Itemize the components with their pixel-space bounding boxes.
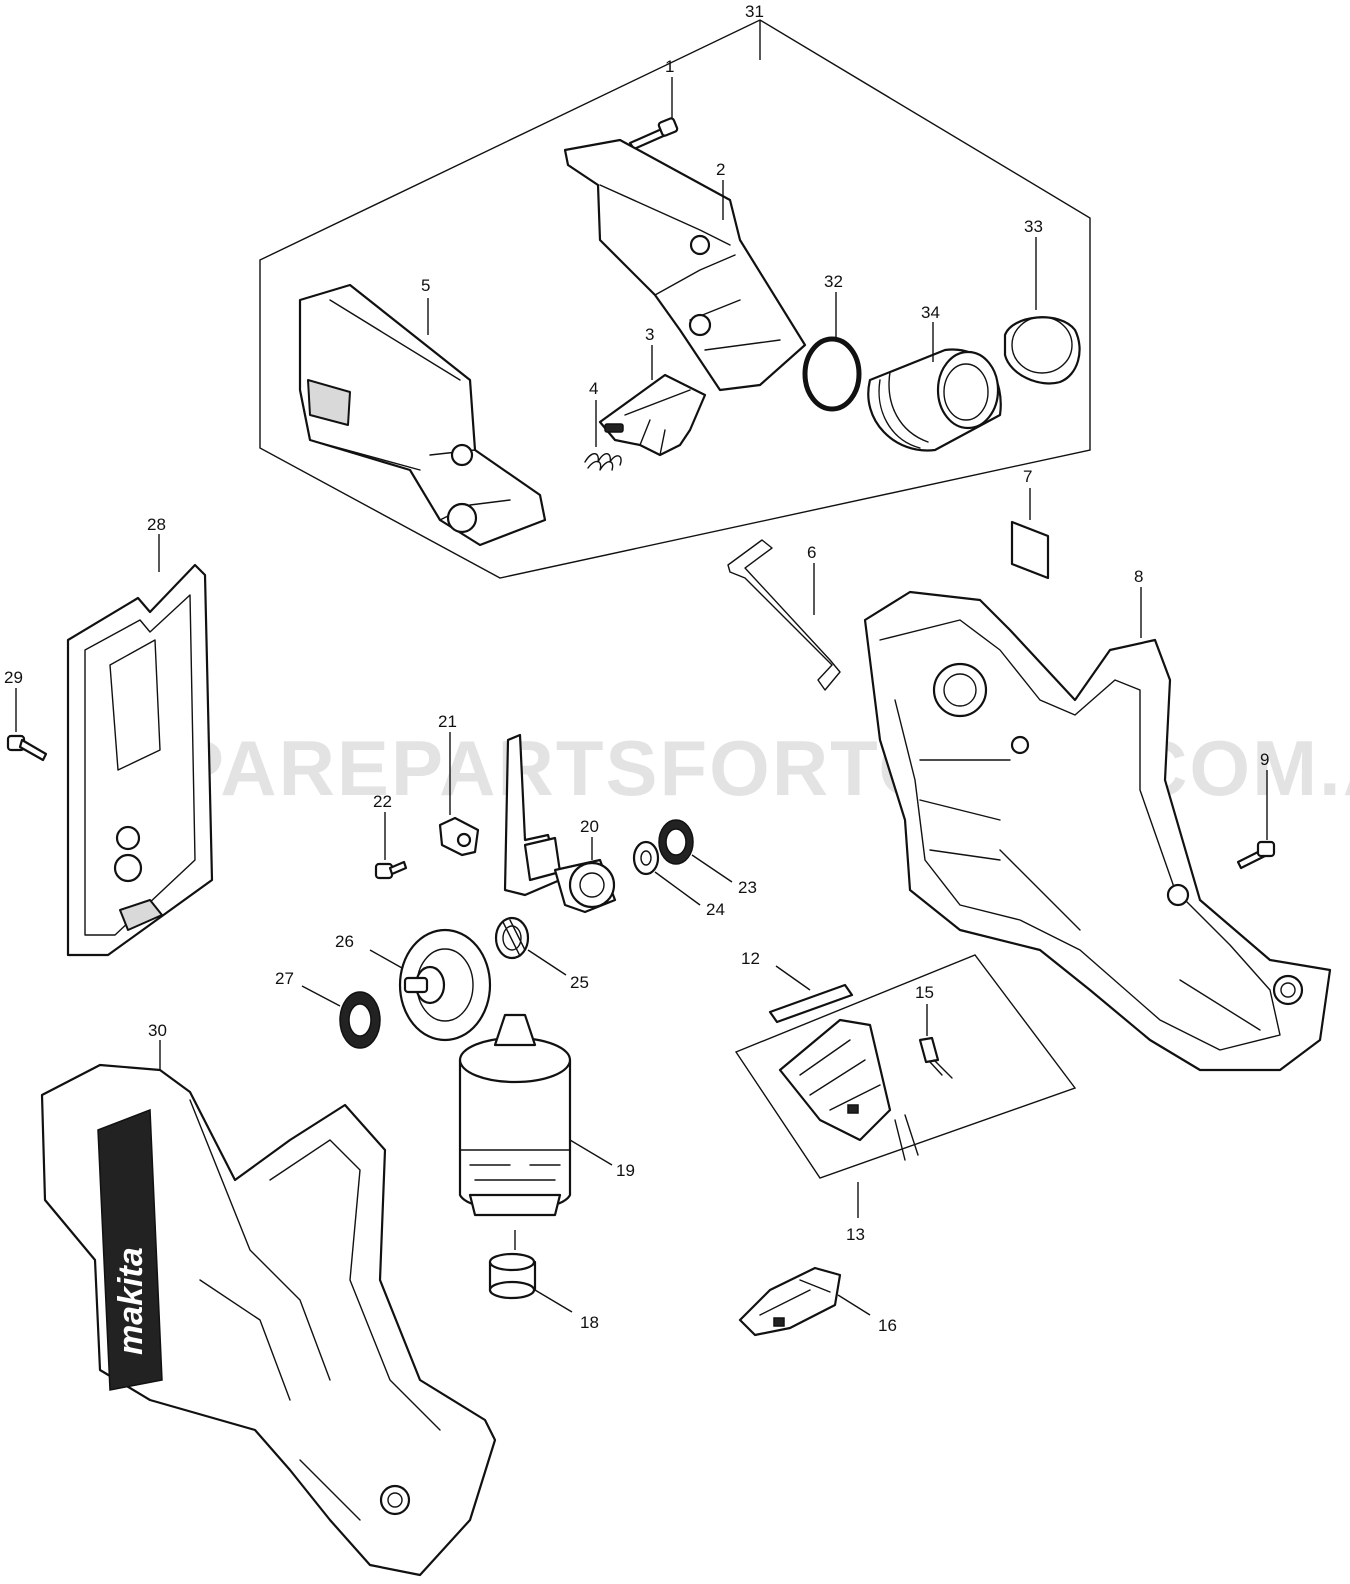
leader-12	[775, 965, 811, 991]
callout-20: 20	[580, 817, 599, 836]
part-13-switch	[778, 1018, 919, 1161]
callout-13: 13	[846, 1225, 865, 1244]
callout-23: 23	[738, 878, 757, 897]
leader-25	[527, 949, 567, 976]
callout-28: 28	[147, 515, 166, 534]
part-2-cover	[563, 138, 807, 392]
callout-3: 3	[645, 325, 654, 344]
part-4-spring	[584, 453, 622, 471]
part-21-plate	[438, 816, 480, 857]
callout-26: 26	[335, 932, 354, 951]
leader-16	[837, 1294, 871, 1316]
part-8-housing-right	[863, 590, 1332, 1072]
part-28-base-plate	[66, 563, 214, 957]
callout-19: 19	[616, 1161, 635, 1180]
part-9-screw	[1236, 840, 1276, 870]
leader-24	[654, 871, 701, 906]
part-32-o-ring	[802, 336, 862, 412]
callout-2: 2	[716, 160, 725, 179]
part-25-needle-bearing	[494, 916, 530, 960]
callout-7: 7	[1023, 467, 1032, 486]
callout-27: 27	[275, 969, 294, 988]
part-18-ring	[488, 1252, 537, 1300]
part-34-sleeve	[867, 348, 1002, 452]
leader-27	[301, 985, 341, 1007]
callout-8: 8	[1134, 567, 1143, 586]
part-3-lock-lever	[598, 373, 707, 457]
callout-1: 1	[665, 57, 674, 76]
part-33-cap	[1003, 316, 1081, 385]
callout-32: 32	[824, 272, 843, 291]
part-23-bearing	[658, 819, 694, 865]
part-5-gear-housing	[298, 283, 547, 547]
callout-29: 29	[4, 668, 23, 687]
callout-12: 12	[741, 949, 760, 968]
leader-19	[569, 1139, 613, 1166]
leader-18	[534, 1289, 573, 1313]
callout-15: 15	[915, 983, 934, 1002]
part-7-label	[1010, 520, 1050, 580]
part-6-hook	[727, 539, 841, 691]
makita-logo: makita	[112, 1247, 150, 1355]
part-12-pin	[768, 983, 854, 1024]
callout-4: 4	[589, 379, 598, 398]
assembly-13-boundary	[734, 954, 1077, 1179]
callout-34: 34	[921, 303, 940, 322]
callout-16: 16	[878, 1316, 897, 1335]
part-16-switch-lever	[738, 1266, 842, 1337]
callout-31: 31	[745, 2, 764, 21]
callout-22: 22	[373, 792, 392, 811]
leader-26	[369, 949, 403, 969]
callout-5: 5	[421, 276, 430, 295]
part-20-brake-assembly	[503, 733, 617, 914]
part-26-fan	[398, 928, 492, 1042]
part-1-screw	[628, 117, 679, 151]
callout-18: 18	[580, 1313, 599, 1332]
part-19-motor	[458, 1013, 572, 1217]
part-24-washer	[632, 840, 660, 876]
callout-6: 6	[807, 543, 816, 562]
part-15-led	[918, 1036, 953, 1079]
callout-30: 30	[148, 1021, 167, 1040]
callout-9: 9	[1260, 750, 1269, 769]
callout-21: 21	[438, 712, 457, 731]
leader-23	[691, 854, 733, 883]
callout-24: 24	[706, 900, 725, 919]
part-29-screw	[6, 734, 48, 762]
callout-33: 33	[1024, 217, 1043, 236]
part-30-housing-left: makita	[40, 1063, 497, 1577]
part-22-screw	[374, 860, 408, 880]
part-27-bearing	[339, 991, 381, 1049]
callout-25: 25	[570, 973, 589, 992]
